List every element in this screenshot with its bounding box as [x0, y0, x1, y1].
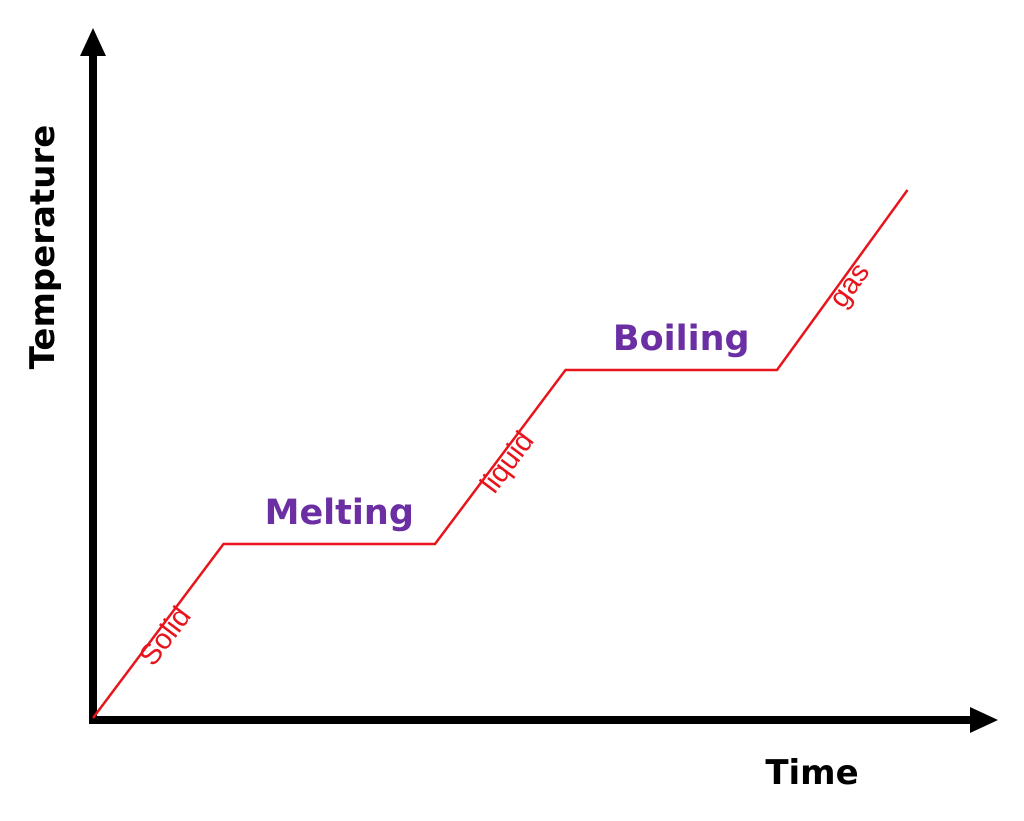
phase-label-melting: Melting: [265, 493, 414, 533]
segment-label-gas: gas: [823, 257, 876, 314]
segment-label-solid: Solid: [133, 601, 197, 672]
y-axis-arrow-icon: [80, 28, 106, 56]
phase-label-boiling: Boiling: [613, 319, 750, 359]
segment-label-liquid: liquid: [474, 426, 540, 499]
y-axis-label: Temperature: [23, 125, 63, 370]
x-axis-arrow-icon: [970, 707, 998, 733]
heating-curve-line: [92, 189, 909, 719]
series-layer: [92, 189, 909, 719]
x-axis-label: Time: [765, 753, 858, 793]
